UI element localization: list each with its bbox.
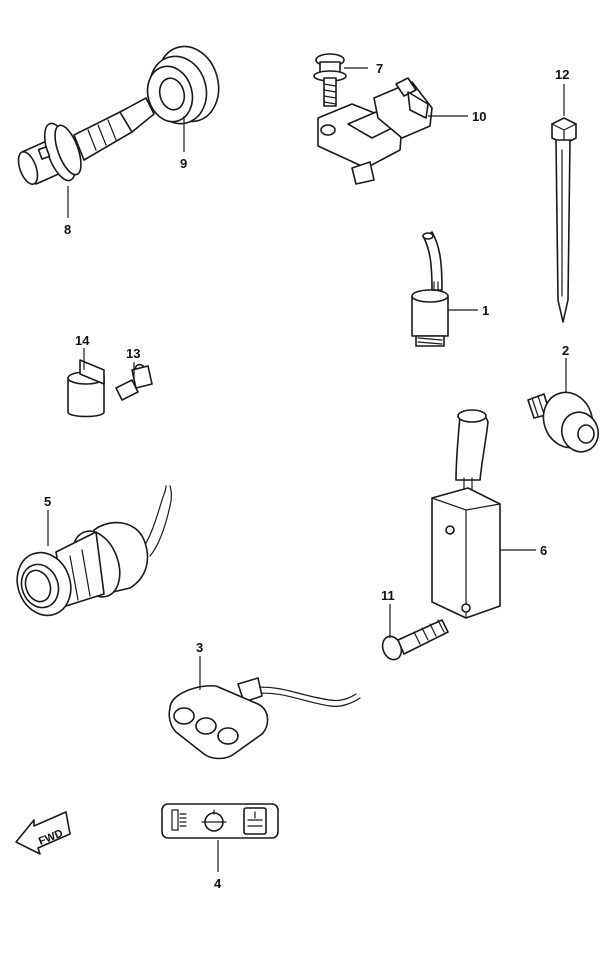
- callout-10: 10: [472, 109, 486, 124]
- part-9-grommet: [146, 45, 220, 125]
- callout-12: 12: [555, 67, 569, 82]
- part-1-temperature-sensor: [411, 231, 449, 347]
- leader-lines: [47, 67, 567, 872]
- callout-3: 3: [196, 640, 203, 655]
- part-8-sensor-connector: [17, 97, 155, 186]
- part-14-clamp: [67, 359, 105, 418]
- part-3-sensor-pod: [168, 677, 361, 760]
- fwd-arrow-icon: FWD: [15, 811, 71, 855]
- part-4-label-plate: [161, 803, 279, 839]
- part-2-knock-sensor: [527, 391, 600, 453]
- callout-4: 4: [214, 876, 222, 891]
- part-13-screw: [115, 363, 153, 401]
- callout-8: 8: [64, 222, 71, 237]
- part-6-block-sensor: [431, 409, 501, 619]
- callout-1: 1: [482, 303, 489, 318]
- callout-13: 13: [126, 346, 140, 361]
- callout-6: 6: [540, 543, 547, 558]
- part-7-bolt: [313, 53, 347, 107]
- callout-5: 5: [44, 494, 51, 509]
- callout-9: 9: [180, 156, 187, 171]
- callout-11: 11: [381, 588, 395, 603]
- part-10-map-sensor: [317, 77, 433, 185]
- part-11-bolt: [381, 619, 449, 661]
- part-5-sensor-grommet: [16, 485, 173, 617]
- callout-7: 7: [376, 61, 383, 76]
- part-12-cable-tie: [551, 117, 577, 323]
- callout-2: 2: [562, 343, 569, 358]
- callout-14: 14: [75, 333, 90, 348]
